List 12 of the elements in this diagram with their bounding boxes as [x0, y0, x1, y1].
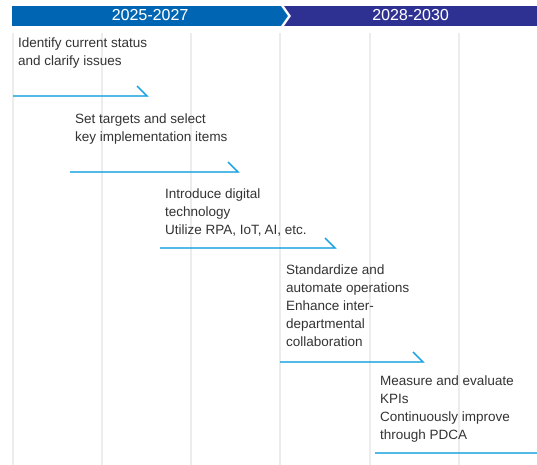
- step-text: Introduce digital technology: [165, 185, 262, 221]
- period-title: 2025-2027: [110, 6, 190, 26]
- step-text: Set targets and select key implementation items: [75, 110, 228, 146]
- step-text: Measure and evaluate KPIs: [380, 372, 515, 408]
- period-banner: [284, 6, 537, 26]
- period-title: 2028-2030: [371, 6, 450, 26]
- step-text: Enhance inter-departmental collaboration: [286, 297, 375, 351]
- period-banner: [12, 6, 288, 26]
- step-text: Utilize RPA, IoT, AI, etc.: [165, 221, 308, 239]
- step-text: Identify current status and clarify issues: [18, 34, 148, 70]
- step-text: Standardize and automate operations: [286, 261, 410, 297]
- step-text: Continuously improve through PDCA: [380, 408, 511, 444]
